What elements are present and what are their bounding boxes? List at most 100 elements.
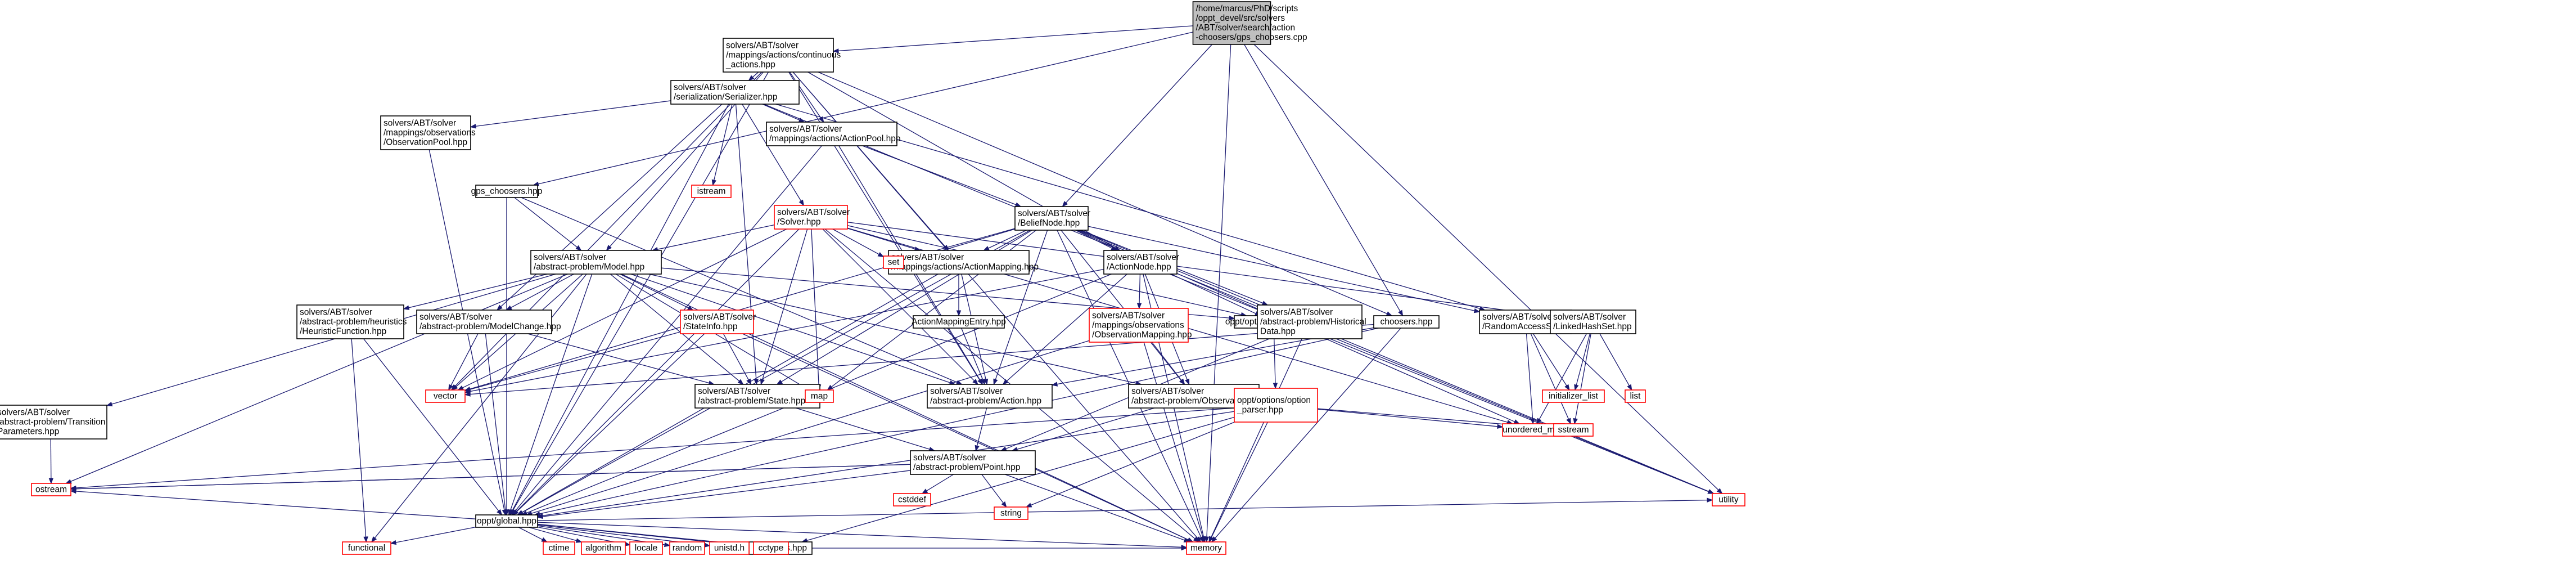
include-edge-linked_hash_set-to-initializer_list (1574, 333, 1591, 391)
node-global[interactable]: oppt/global.hpp (475, 514, 538, 528)
node-point[interactable]: solvers/ABT/solver/abstract-problem/Poin… (910, 450, 1036, 475)
include-edge-linked_hash_set-to-sstream (1573, 333, 1591, 425)
node-utility[interactable]: utility (1712, 493, 1745, 506)
include-edge-line (1005, 474, 1186, 541)
node-model[interactable]: solvers/ABT/solver/abstract-problem/Mode… (530, 250, 662, 275)
node-label-line: cstddef (898, 495, 927, 505)
node-set[interactable]: set (883, 255, 904, 269)
node-vector[interactable]: vector (425, 389, 466, 403)
node-sstream[interactable]: sstream (1553, 423, 1594, 437)
include-edge-belief_node-to-action_node (1075, 230, 1117, 251)
node-label-line: solvers/ABT/solver (384, 119, 456, 128)
include-edge-arrowhead (496, 304, 503, 311)
node-heuristic[interactable]: solvers/ABT/solver/abstract-problem/heur… (296, 304, 407, 339)
node-locale[interactable]: locale (629, 541, 663, 555)
node-label-line: ostream (35, 485, 67, 495)
node-solver[interactable]: solvers/ABT/solver/Solver.hpp (774, 205, 850, 230)
node-initializer_list[interactable]: initializer_list (1542, 389, 1605, 403)
include-edge-solver-to-model (651, 224, 775, 252)
node-label-line: string (1000, 509, 1022, 518)
node-transition_params[interactable]: solvers/ABT/solver/abstract-problem/Tran… (0, 405, 107, 440)
node-cctype[interactable]: cctype (753, 541, 789, 555)
node-model_change[interactable]: solvers/ABT/solver/abstract-problem/Mode… (416, 310, 561, 334)
node-linked_hash_set[interactable]: solvers/ABT/solver/LinkedHashSet.hpp (1550, 310, 1636, 334)
node-label-line: solvers/ABT/solver (698, 387, 770, 396)
include-edge-point-to-global (536, 470, 911, 519)
node-map[interactable]: map (805, 389, 834, 403)
include-edge-option_parser-to-ostream (70, 407, 1235, 491)
include-edge-line (485, 333, 506, 512)
include-edge-random_access_set-to-unordered_map (1526, 333, 1535, 425)
node-continuous_actions[interactable]: solvers/ABT/solver/mappings/actions/cont… (723, 38, 841, 73)
include-edge-arrowhead (457, 385, 464, 391)
include-edge-arrowhead (993, 378, 998, 385)
node-istream[interactable]: istream (691, 185, 732, 198)
node-label-line: solvers/ABT/solver (1131, 387, 1204, 396)
node-belief_node[interactable]: solvers/ABT/solver/BeliefNode.hpp (1014, 206, 1090, 231)
include-edge-line (862, 145, 1017, 206)
node-label-line: /ABT/solver/search/action (1196, 23, 1296, 33)
include-edge-arrowhead (956, 310, 962, 317)
node-action_mapping[interactable]: solvers/ABT/solver/mappings/actions/Acti… (888, 250, 1039, 275)
include-edge-serializer-to-observation_pool (470, 100, 671, 129)
include-edge-line (537, 522, 1183, 548)
include-edge-line (1075, 230, 1113, 249)
node-state[interactable]: solvers/ABT/solver/abstract-problem/Stat… (694, 384, 820, 409)
node-label-line: /BeliefNode.hpp (1018, 218, 1080, 228)
node-box (1625, 389, 1646, 403)
include-edge-arrowhead (1573, 418, 1578, 425)
include-edge-arrowhead (1716, 488, 1723, 494)
node-cstddef[interactable]: cstddef (893, 493, 931, 506)
include-edge-arrowhead (1473, 308, 1481, 313)
include-edge-arrowhead (464, 387, 471, 392)
node-action_mapping_entry[interactable]: ActionMappingEntry.hpp (912, 315, 1006, 329)
include-edge-arrowhead (1229, 315, 1235, 321)
node-action[interactable]: solvers/ABT/solver/abstract-problem/Acti… (927, 384, 1053, 409)
include-edge-state_info-to-memory (742, 333, 1194, 542)
include-edge-arrowhead (921, 488, 928, 494)
node-serializer[interactable]: solvers/ABT/solver/serialization/Seriali… (670, 80, 800, 105)
include-edge-line (541, 411, 1235, 517)
include-edge-action_mapping_entry-to-action (960, 328, 985, 385)
node-action_pool[interactable]: solvers/ABT/solver/mappings/actions/Acti… (766, 122, 901, 146)
node-ostream[interactable]: ostream (31, 483, 71, 496)
include-edge-line (789, 71, 822, 119)
node-state_info[interactable]: solvers/ABT/solver/StateInfo.hpp (680, 310, 756, 334)
node-label-line: set (888, 258, 900, 267)
node-label-line: initializer_list (1549, 392, 1599, 401)
node-observation_pool[interactable]: solvers/ABT/solver/mappings/observations… (380, 115, 476, 150)
node-gps_choosers[interactable]: gps_choosers.hpp (471, 185, 543, 198)
node-box (1103, 250, 1178, 275)
node-functional[interactable]: functional (342, 541, 391, 555)
node-choosers[interactable]: choosers.hpp (1373, 315, 1440, 329)
include-edge-line (1526, 333, 1533, 420)
node-historical_data[interactable]: solvers/ABT/solver/abstract-problem/Hist… (1257, 304, 1366, 339)
node-obs_mapping[interactable]: solvers/ABT/solver/mappings/observations… (1089, 308, 1192, 343)
node-action_node[interactable]: solvers/ABT/solver/ActionNode.hpp (1103, 250, 1179, 275)
include-edge-global-to-utility (537, 497, 1713, 521)
include-edge-line (1151, 342, 1183, 382)
include-edge-belief_node-to-random_access_set (1088, 226, 1481, 313)
node-box (709, 541, 750, 555)
node-label-line: /abstract-problem/Observation.hpp (1131, 396, 1266, 406)
node-unordered_map[interactable]: unordered_map (1502, 423, 1565, 437)
node-algorithm[interactable]: algorithm (581, 541, 626, 555)
include-edge-observation-to-point (1011, 407, 1155, 452)
include-edge-arrowhead (1398, 310, 1404, 317)
node-random[interactable]: random (669, 541, 705, 555)
node-root: /home/marcus/PhD/scripts/oppt_devel/src/… (1192, 1, 1307, 45)
include-edge-arrowhead (497, 509, 503, 516)
node-list[interactable]: list (1625, 389, 1646, 403)
node-string[interactable]: string (994, 506, 1028, 520)
node-label-line: random (673, 544, 702, 553)
include-edge-line (630, 273, 951, 384)
node-unistd[interactable]: unistd.h (709, 541, 750, 555)
nodes-layer: /home/marcus/PhD/scripts/oppt_devel/src/… (0, 1, 1745, 555)
include-edge-solver-to-action (822, 228, 978, 385)
node-option_parser[interactable]: oppt/options/option_parser.hpp (1234, 388, 1318, 423)
include-edge-line (837, 25, 1193, 52)
node-memory[interactable]: memory (1186, 541, 1226, 555)
include-edge-line (960, 328, 984, 381)
node-ctime[interactable]: ctime (543, 541, 575, 555)
include-edge-arrowhead (1001, 501, 1007, 508)
